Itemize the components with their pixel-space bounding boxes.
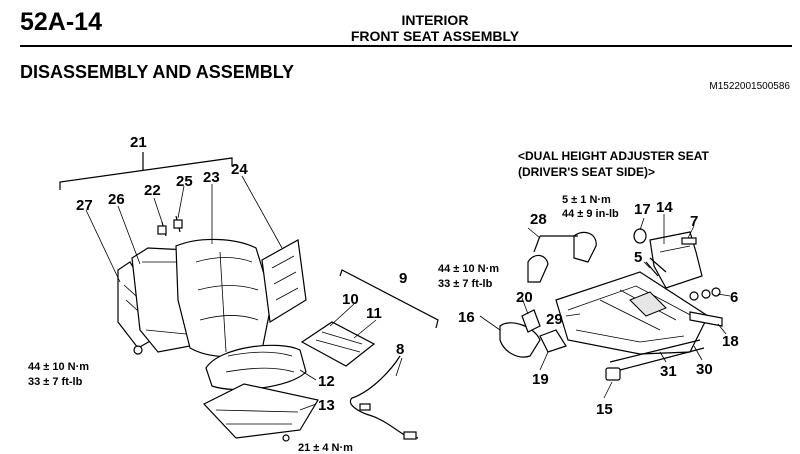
callout-29: 29 [546,311,563,328]
torque-adjuster-nm: 44 ± 10 N·m [438,263,499,275]
callout-17: 17 [634,201,651,218]
torque-seatback-ftlb: 33 ± 7 ft-lb [28,376,83,388]
callout-14: 14 [656,199,673,216]
callout-8: 8 [396,341,404,358]
callout-5: 5 [634,249,642,266]
part-17-knob [633,228,647,244]
part-10-cushion-mat [300,321,376,367]
header-title-line2: FRONT SEAT ASSEMBLY [350,28,520,44]
leader-lines [85,175,731,411]
callout-9: 9 [399,270,407,287]
seat-back-bracket [59,152,233,190]
callout-22: 22 [144,182,161,199]
figure-id: M1522001500586 [709,81,790,92]
torque-recliner-nm: 5 ± 1 N·m [562,194,611,206]
part-6-bolts [689,287,721,301]
part-8-wire-harness [349,355,419,440]
header-title-line1: INTERIOR [401,12,469,28]
part-20-lever [521,309,541,333]
callout-23: 23 [203,169,220,186]
callout-27: 27 [76,197,93,214]
part-14-side-cover [649,231,703,289]
part-23-seatback-cover [175,238,273,358]
callout-12: 12 [318,373,335,390]
callout-13: 13 [318,397,335,414]
part-7-clip [681,237,697,245]
part-28-recliner-covers [527,231,597,283]
seat-adjuster-frame [555,271,709,355]
part-5-links [645,257,667,277]
callout-16: 16 [458,309,475,326]
callout-30: 30 [696,361,713,378]
torque-recliner-inlb: 44 ± 9 in-lb [562,208,619,220]
part-19-bracket [539,329,567,353]
callout-28: 28 [530,211,547,228]
callout-10: 10 [342,291,359,308]
part-22-headrest-guides [157,215,183,237]
header-title: INTERIOR FRONT SEAT ASSEMBLY [0,12,800,44]
callout-20: 20 [516,289,533,306]
part-13-cushion-frame [203,383,319,442]
callout-26: 26 [108,191,125,208]
bolt-left-seatback [133,345,143,355]
part-9-bracket-line [339,269,439,329]
torque-seatback-nm: 44 ± 10 N·m [28,361,89,373]
part-15-cap [605,367,621,381]
callout-21: 21 [130,134,147,151]
subassembly-title-line1: <DUAL HEIGHT ADJUSTER SEAT [518,149,709,163]
header-rule [20,45,792,47]
callout-11: 11 [366,305,382,322]
callout-18: 18 [722,333,739,350]
callout-31: 31 [660,363,677,380]
part-18-rail [689,311,723,327]
callout-25: 25 [176,173,193,190]
callout-19: 19 [532,371,549,388]
subassembly-title-line2: (DRIVER'S SEAT SIDE)> [518,165,655,179]
part-31-30-rails [609,339,705,371]
callout-24: 24 [231,161,248,178]
section-code: 52A-14 [20,8,102,36]
section-title: DISASSEMBLY AND ASSEMBLY [20,62,295,82]
part-24-back-board [261,239,307,323]
torque-adjuster-ftlb: 33 ± 7 ft-lb [438,278,493,290]
torque-cushion-nm: 21 ± 4 N·m [298,442,353,454]
callout-15: 15 [596,401,613,418]
callout-7: 7 [690,213,698,230]
callout-6: 6 [730,289,738,306]
